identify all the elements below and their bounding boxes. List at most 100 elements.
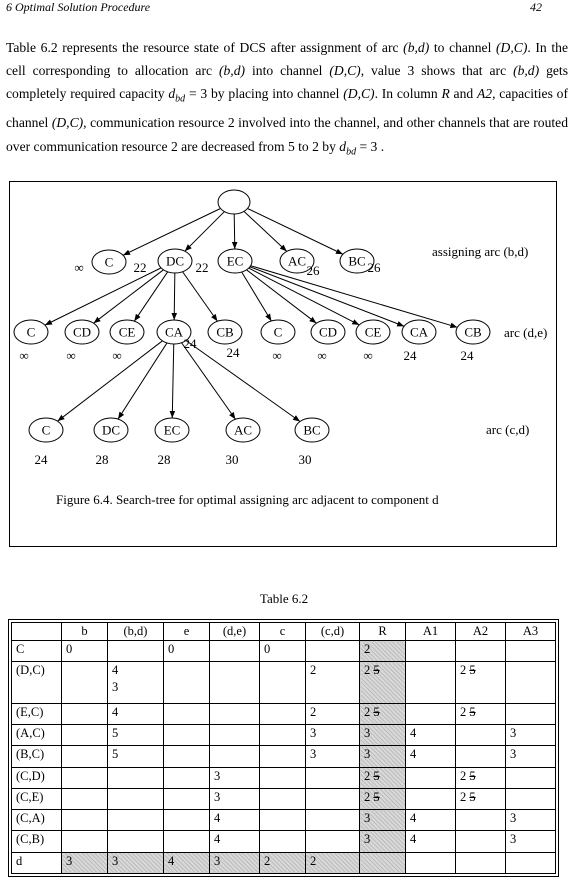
body-paragraph: Table 6.2 represents the resource state …: [6, 40, 568, 158]
table-cell: 2 5: [359, 787, 406, 811]
table-cell: [209, 723, 260, 747]
table-cell: 3: [505, 809, 556, 832]
table-row-header: (E,C): [11, 702, 62, 725]
tree-edge: [122, 208, 221, 256]
tree-node-l2-value: ∞: [317, 348, 326, 363]
table-cell: [455, 830, 506, 853]
tree-edge: [44, 267, 162, 326]
table-cell: [163, 809, 210, 832]
tree-edge: [117, 342, 168, 420]
table-cell: 3: [209, 766, 260, 789]
table-cell: 4: [405, 745, 456, 768]
table-cell: [305, 809, 360, 832]
table-header-cell: R: [359, 622, 406, 641]
tree-node-l1-value: 26: [307, 263, 321, 278]
tree-node-l2-value: ∞: [272, 348, 281, 363]
table-cell: 4: [209, 809, 260, 832]
table-cell: [61, 661, 108, 704]
table-cell: 0: [259, 639, 306, 663]
table-row-header: C: [11, 639, 62, 663]
tree-node-l3-ellipse: [225, 417, 261, 443]
table-cell: 2 5: [359, 702, 406, 725]
table-cell: [259, 723, 306, 747]
table-cell: [455, 851, 506, 875]
tree-node-l2-ellipse: [355, 319, 391, 345]
table-cell: 3: [359, 723, 406, 747]
tree-node-l2-ellipse: [156, 319, 192, 345]
tree-edge: [248, 267, 360, 326]
tree-edge: [93, 269, 164, 324]
table-cell: 2 5: [455, 661, 506, 704]
table-cell: [259, 830, 306, 853]
table-cell: 3: [359, 830, 406, 853]
table-header-cell: (d,e): [209, 622, 260, 641]
table-cell: [209, 639, 260, 663]
tree-edge: [171, 272, 178, 321]
tree-node-l2-label: CB: [216, 325, 234, 340]
table-cell: [163, 723, 210, 747]
table-cell: [61, 745, 108, 768]
table-header-cell: A3: [505, 622, 556, 641]
table-title: Table 6.2: [259, 591, 309, 606]
tree-node-l2-ellipse: [260, 319, 296, 345]
table-cell: [163, 787, 210, 811]
table-cell: 3: [107, 851, 164, 875]
table-cell: [505, 851, 556, 875]
tree-node-l3-value: 30: [226, 452, 239, 467]
running-header-chapter: 6 Optimal Solution Procedure: [6, 0, 151, 14]
table-cell: [405, 702, 456, 725]
tree-edge: [246, 269, 317, 324]
table-cell: [107, 830, 164, 853]
tree-edge: [231, 213, 238, 250]
tree-node-l2-value: ∞: [112, 348, 121, 363]
table-cell: 2: [259, 851, 306, 875]
table-cell: [163, 830, 210, 853]
tree-level-label: arc (d,e): [504, 325, 547, 340]
tree-node-l2-ellipse: [109, 319, 145, 345]
tree-node-l2-label: CD: [73, 325, 91, 340]
table-cell: [61, 787, 108, 811]
tree-node-l1-label: C: [105, 255, 114, 270]
tree-node-l2-ellipse: [401, 319, 437, 345]
tree-node-l3-ellipse: [93, 417, 129, 443]
table-cell: 2: [305, 851, 360, 875]
tree-node-l3-ellipse: [154, 417, 190, 443]
table-row-header: (B,C): [11, 745, 62, 768]
table-cell: 3: [305, 723, 360, 747]
table-cell: 2: [305, 661, 360, 704]
tree-edge: [185, 340, 301, 422]
table-cell: [405, 766, 456, 789]
table-cell: [259, 745, 306, 768]
tree-node-l2-ellipse: [64, 319, 100, 345]
tree-node-l3-value: 28: [158, 452, 171, 467]
tree-node-l1-ellipse: [339, 248, 375, 274]
table-cell: 4: [405, 809, 456, 832]
tree-edge: [241, 271, 272, 322]
tree-edge: [57, 340, 163, 422]
table-cell: [259, 787, 306, 811]
tree-node-l1-value: 22: [196, 260, 209, 275]
table-header-cell: [11, 622, 62, 641]
table-cell: 2: [305, 702, 360, 725]
table-cell: [455, 809, 506, 832]
table-cell: 2 5: [359, 766, 406, 789]
table-header-cell: (b,d): [107, 622, 164, 641]
table-row-header: d: [11, 851, 62, 875]
tree-node-l2-value: ∞: [363, 348, 372, 363]
table-header-cell: A1: [405, 622, 456, 641]
tree-node-l2-ellipse: [207, 319, 243, 345]
table-cell: 4: [163, 851, 210, 875]
tree-node-l3-label: C: [42, 423, 51, 438]
table-cell: [259, 766, 306, 789]
table-cell: 5: [107, 723, 164, 747]
table-cell: 2: [359, 639, 406, 663]
tree-node-l2-ellipse: [310, 319, 346, 345]
tree-edge: [182, 271, 218, 322]
table-cell: 3: [61, 851, 108, 875]
table-row-header: (C,A): [11, 809, 62, 832]
